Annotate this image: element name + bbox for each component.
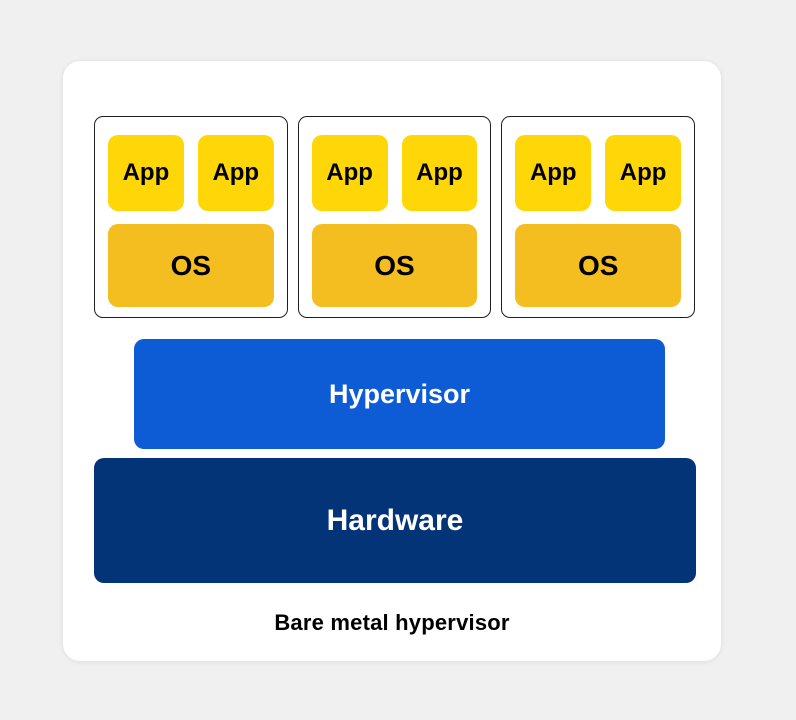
app-row: App App	[515, 135, 682, 211]
app-row: App App	[108, 135, 274, 211]
diagram-caption: Bare metal hypervisor	[274, 610, 510, 635]
hardware-layer: Hardware	[94, 458, 696, 583]
app-row: App App	[311, 135, 478, 211]
app-box: App	[605, 135, 682, 211]
virtual-machine-box: App App OS	[501, 116, 696, 318]
virtual-machine-box: App App OS	[297, 116, 492, 318]
os-box: OS	[515, 224, 682, 307]
app-box: App	[401, 135, 478, 211]
os-box: OS	[311, 224, 478, 307]
app-box: App	[108, 135, 184, 211]
os-box: OS	[108, 224, 274, 307]
app-box: App	[197, 135, 274, 211]
vm-row: App App OS App App OS App App OS	[94, 116, 696, 318]
hypervisor-layer: Hypervisor	[134, 339, 665, 449]
diagram-card: App App OS App App OS App App OS Hypervi…	[62, 60, 722, 662]
app-box: App	[311, 135, 388, 211]
app-box: App	[515, 135, 592, 211]
virtual-machine-box: App App OS	[94, 116, 288, 318]
